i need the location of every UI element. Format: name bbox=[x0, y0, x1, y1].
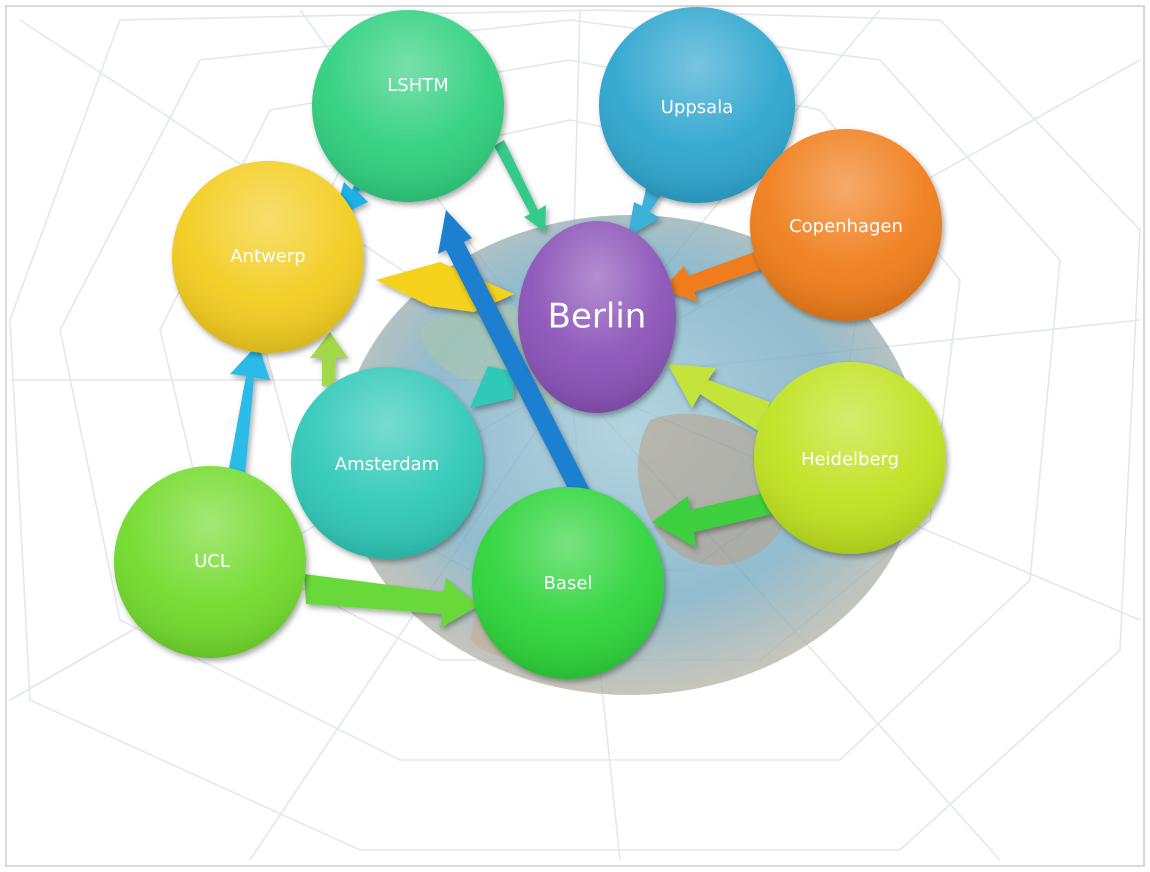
node-label-uppsala: Uppsala bbox=[661, 97, 733, 118]
arrow-amsterdam-to-berlin bbox=[470, 366, 514, 408]
arrow-heidelberg-to-basel bbox=[652, 492, 772, 548]
node-lshtm: LSHTM bbox=[312, 10, 504, 202]
node-basel: Basel bbox=[472, 487, 664, 679]
node-label-ucl: UCL bbox=[194, 551, 230, 572]
node-amsterdam: Amsterdam bbox=[291, 367, 483, 559]
node-berlin: Berlin bbox=[518, 221, 676, 413]
arrows-layer bbox=[218, 140, 772, 628]
node-ucl: UCL bbox=[114, 466, 306, 658]
arrow-lshtm-basel-bidirectional bbox=[438, 210, 612, 538]
node-copenhagen: Copenhagen bbox=[750, 129, 942, 321]
arrow-heidelberg-to-berlin bbox=[668, 364, 770, 432]
arrow-lshtm-to-berlin bbox=[494, 140, 546, 232]
node-label-lshtm: LSHTM bbox=[387, 75, 449, 96]
node-uppsala: Uppsala bbox=[599, 7, 795, 203]
arrow-uppsala-to-berlin bbox=[628, 180, 664, 236]
node-label-antwerp: Antwerp bbox=[230, 246, 305, 267]
arrow-copenhagen-to-berlin bbox=[662, 250, 770, 302]
arrow-ucl-to-basel bbox=[304, 574, 478, 628]
node-antwerp: Antwerp bbox=[172, 161, 364, 353]
node-label-basel: Basel bbox=[544, 573, 593, 594]
node-heidelberg: Heidelberg bbox=[754, 362, 946, 554]
node-label-berlin: Berlin bbox=[548, 297, 647, 337]
nodes-layer: LSHTM Uppsala Copenhagen Antwerp Berlin … bbox=[114, 7, 946, 679]
arrow-amsterdam-to-antwerp bbox=[310, 332, 348, 386]
node-label-heidelberg: Heidelberg bbox=[801, 449, 899, 470]
node-label-amsterdam: Amsterdam bbox=[335, 454, 439, 475]
node-label-copenhagen: Copenhagen bbox=[789, 216, 903, 237]
